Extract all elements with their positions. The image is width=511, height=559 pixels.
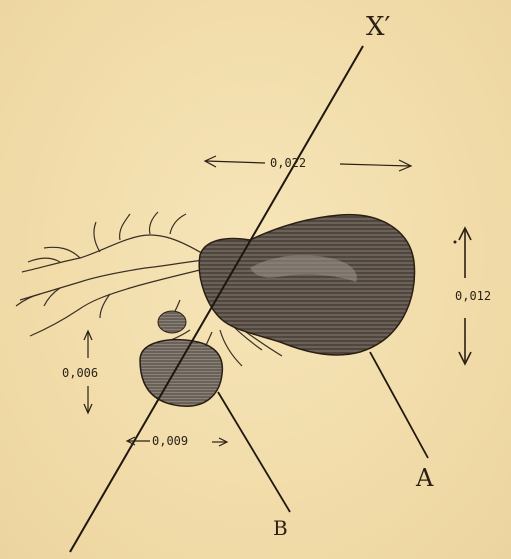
organ-b [140,340,222,407]
leader-b [218,392,290,512]
ink-dot [454,241,457,244]
label-a: A [416,466,433,490]
dimension-width-b: 0,009 [152,435,188,447]
dimension-width-a: 0,022 [270,157,306,169]
dimension-height-b: 0,006 [62,367,98,379]
leader-a [370,352,428,458]
dim-arrow-width-a [205,156,411,171]
organ-a [199,215,414,355]
small-nodule [158,311,186,333]
label-b: B [273,518,288,538]
dimension-height-a: 0,012 [455,290,491,302]
axis-label: X′ [366,14,390,40]
